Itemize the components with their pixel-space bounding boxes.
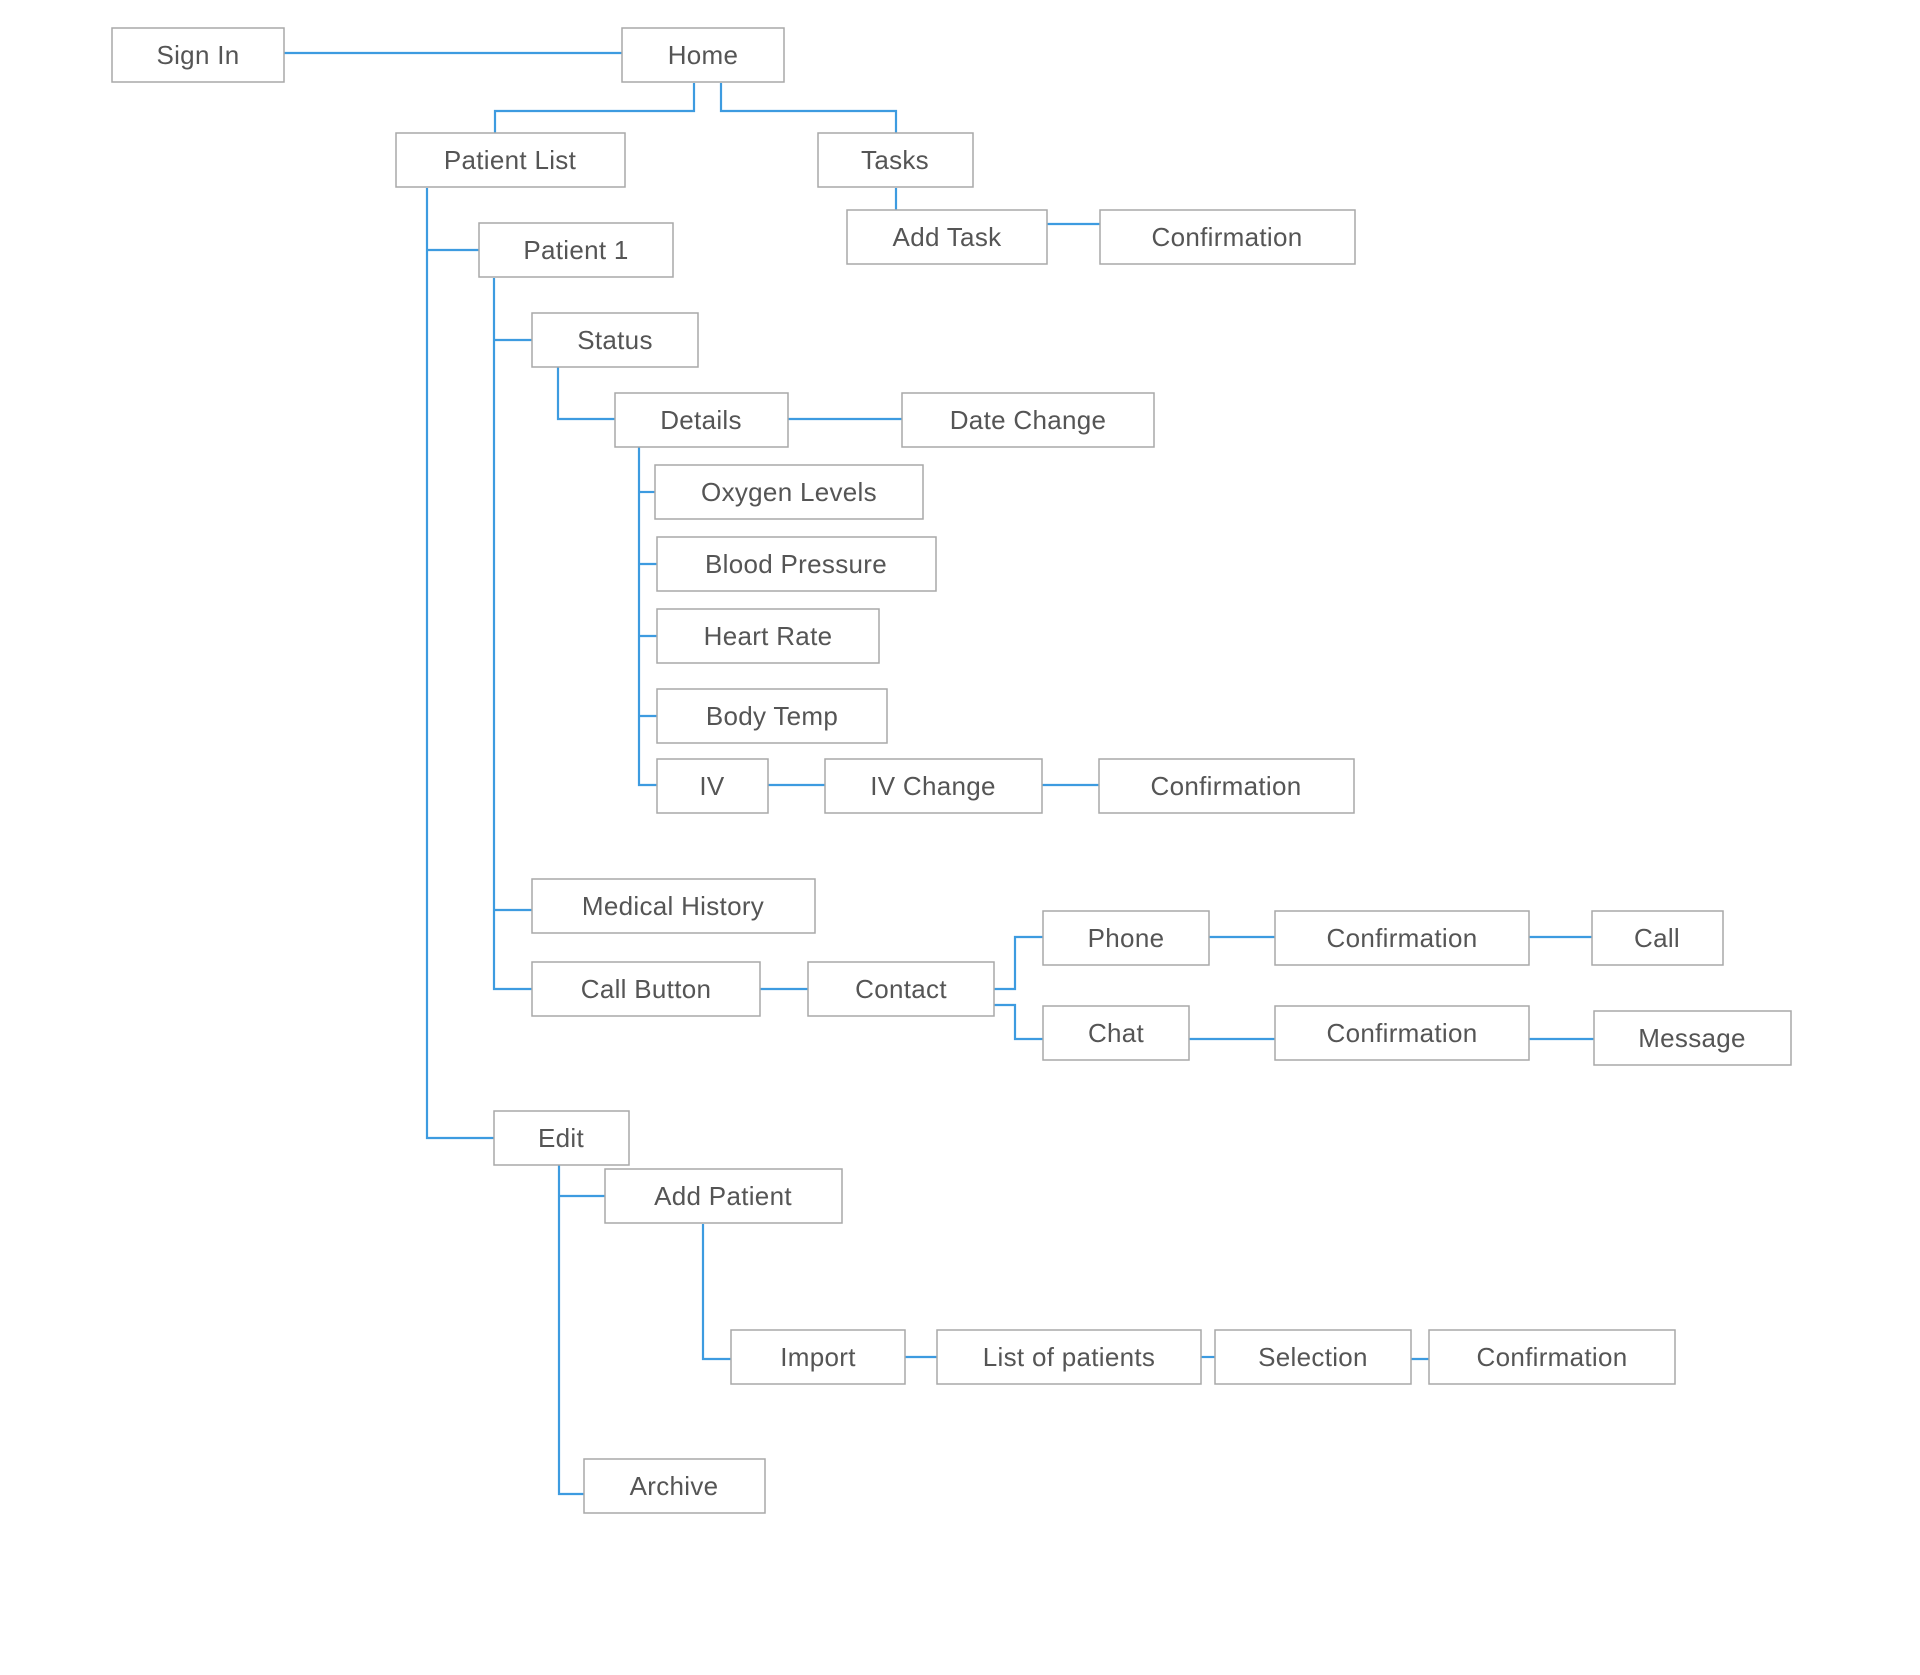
node-contact[interactable]: Contact — [807, 961, 995, 1017]
connector-contact-chat — [994, 1003, 1043, 1041]
node-medical-history[interactable]: Medical History — [531, 878, 816, 934]
node-patient-list-label: Patient List — [444, 145, 577, 175]
node-sign-in[interactable]: Sign In — [111, 27, 285, 83]
node-archive[interactable]: Archive — [583, 1458, 766, 1514]
node-add-task-label: Add Task — [893, 222, 1003, 252]
node-iv-confirmation[interactable]: Confirmation — [1098, 758, 1355, 814]
node-patient-1-label: Patient 1 — [523, 235, 628, 265]
connector-patient1-trunk — [492, 278, 532, 991]
node-blood-pressure-label: Blood Pressure — [705, 549, 887, 579]
node-status[interactable]: Status — [531, 312, 699, 368]
connector-addpatient-import — [701, 1224, 731, 1361]
node-list-of-patients[interactable]: List of patients — [936, 1329, 1202, 1385]
node-import-confirmation-label: Confirmation — [1477, 1342, 1628, 1372]
node-import[interactable]: Import — [730, 1329, 906, 1385]
node-chat-confirmation[interactable]: Confirmation — [1274, 1005, 1530, 1061]
node-blood-pressure[interactable]: Blood Pressure — [656, 536, 937, 592]
node-import-label: Import — [780, 1342, 856, 1372]
connector-status-details — [556, 367, 615, 421]
node-home[interactable]: Home — [621, 27, 785, 83]
node-chat-confirmation-label: Confirmation — [1327, 1018, 1478, 1048]
node-iv[interactable]: IV — [656, 758, 769, 814]
node-add-patient-label: Add Patient — [654, 1181, 792, 1211]
connector-edit-trunk — [557, 1165, 584, 1496]
node-home-label: Home — [668, 40, 739, 70]
node-add-patient[interactable]: Add Patient — [604, 1168, 843, 1224]
node-chat[interactable]: Chat — [1042, 1005, 1190, 1061]
node-oxygen-levels-label: Oxygen Levels — [701, 477, 877, 507]
node-iv-confirmation-label: Confirmation — [1151, 771, 1302, 801]
node-edit-label: Edit — [538, 1123, 584, 1153]
node-selection[interactable]: Selection — [1214, 1329, 1412, 1385]
node-medical-history-label: Medical History — [582, 891, 764, 921]
node-message[interactable]: Message — [1593, 1010, 1792, 1066]
node-patient-1[interactable]: Patient 1 — [478, 222, 674, 278]
node-heart-rate[interactable]: Heart Rate — [656, 608, 880, 664]
connector-home-patientlist — [493, 83, 696, 133]
node-chat-label: Chat — [1088, 1018, 1145, 1048]
node-date-change-label: Date Change — [950, 405, 1107, 435]
node-add-task[interactable]: Add Task — [846, 209, 1048, 265]
node-tasks-label: Tasks — [861, 145, 929, 175]
node-iv-change[interactable]: IV Change — [824, 758, 1043, 814]
node-phone-confirmation-label: Confirmation — [1327, 923, 1478, 953]
node-edit[interactable]: Edit — [493, 1110, 630, 1166]
node-import-confirmation[interactable]: Confirmation — [1428, 1329, 1676, 1385]
node-oxygen-levels[interactable]: Oxygen Levels — [654, 464, 924, 520]
node-details-label: Details — [660, 405, 742, 435]
connector-details-trunk — [637, 447, 657, 787]
node-sign-in-label: Sign In — [156, 40, 239, 70]
node-status-label: Status — [577, 325, 653, 355]
node-phone-label: Phone — [1088, 923, 1165, 953]
node-phone[interactable]: Phone — [1042, 910, 1210, 966]
node-details[interactable]: Details — [614, 392, 789, 448]
node-tasks-confirmation-label: Confirmation — [1152, 222, 1303, 252]
node-phone-confirmation[interactable]: Confirmation — [1274, 910, 1530, 966]
node-list-of-patients-label: List of patients — [983, 1342, 1155, 1372]
node-body-temp[interactable]: Body Temp — [656, 688, 888, 744]
connector-contact-phone — [994, 935, 1043, 991]
node-iv-label: IV — [699, 771, 725, 801]
node-archive-label: Archive — [630, 1471, 719, 1501]
node-body-temp-label: Body Temp — [706, 701, 838, 731]
node-tasks-confirmation[interactable]: Confirmation — [1099, 209, 1356, 265]
node-call[interactable]: Call — [1591, 910, 1724, 966]
node-call-label: Call — [1634, 923, 1680, 953]
node-heart-rate-label: Heart Rate — [704, 621, 833, 651]
node-tasks[interactable]: Tasks — [817, 132, 974, 188]
connector-home-tasks — [719, 83, 898, 133]
node-selection-label: Selection — [1258, 1342, 1368, 1372]
node-call-button[interactable]: Call Button — [531, 961, 761, 1017]
node-patient-list[interactable]: Patient List — [395, 132, 626, 188]
node-message-label: Message — [1638, 1023, 1746, 1053]
node-contact-label: Contact — [855, 974, 947, 1004]
node-iv-change-label: IV Change — [870, 771, 996, 801]
connector-patientlist-trunk — [425, 188, 494, 1140]
node-call-button-label: Call Button — [581, 974, 711, 1004]
node-date-change[interactable]: Date Change — [901, 392, 1155, 448]
connector-lines — [284, 51, 1594, 1496]
